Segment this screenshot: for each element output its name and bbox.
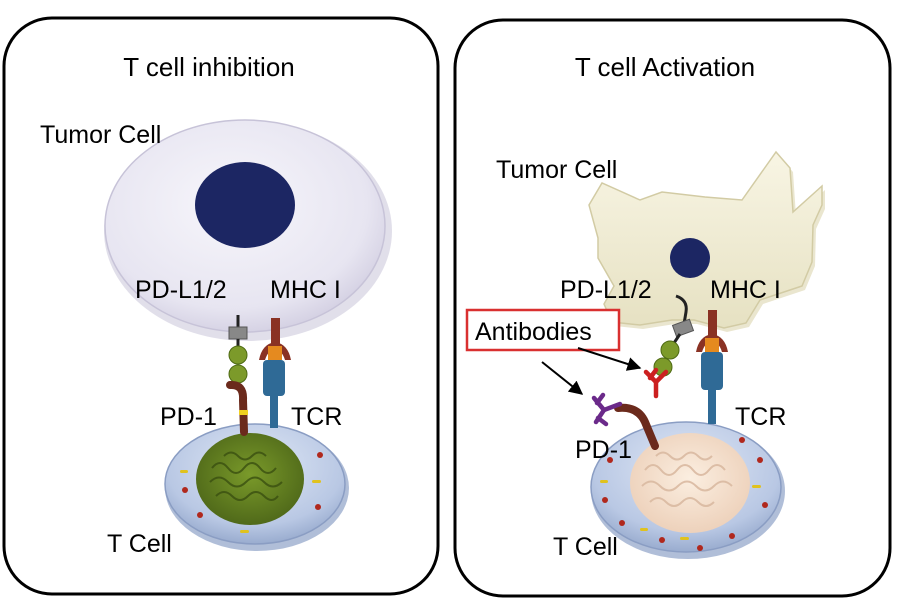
pd-1-receptor bbox=[614, 403, 659, 450]
tumor-cell-irregular bbox=[588, 150, 825, 332]
pd-l1-label: PD-L1/2 bbox=[135, 276, 227, 304]
pd-l1-ligand bbox=[228, 315, 248, 384]
panel-activation-title: T cell Activation bbox=[575, 52, 755, 82]
tcr-receptor bbox=[701, 352, 723, 424]
arrow-to-anti-pd1 bbox=[541, 361, 584, 395]
pd-1-receptor bbox=[226, 380, 248, 436]
antibodies-label: Antibodies bbox=[475, 318, 592, 346]
panel-inhibition: T cell inhibition Tumor Cell T Cell bbox=[2, 16, 440, 596]
panel-inhibition-title: T cell inhibition bbox=[123, 52, 295, 82]
pd-1-label: PD-1 bbox=[575, 436, 632, 464]
anti-pdl1-antibody bbox=[643, 367, 669, 399]
tcr-label: TCR bbox=[291, 403, 342, 431]
mhc-i-label: MHC I bbox=[270, 276, 341, 304]
tumor-cell-label: Tumor Cell bbox=[496, 156, 617, 184]
pd-l1-label: PD-L1/2 bbox=[560, 276, 652, 304]
tcr-receptor bbox=[263, 360, 285, 428]
tumor-nucleus bbox=[670, 238, 710, 278]
t-cell bbox=[590, 421, 785, 559]
anti-pd1-antibody bbox=[591, 392, 623, 427]
t-cell-label: T Cell bbox=[553, 533, 618, 561]
pd-1-label: PD-1 bbox=[160, 403, 217, 431]
tumor-cell-label: Tumor Cell bbox=[40, 121, 161, 149]
arrow-to-anti-pdl1 bbox=[577, 347, 642, 371]
antibodies-highlight-box bbox=[465, 308, 621, 352]
t-cell-label: T Cell bbox=[107, 530, 172, 558]
mhc-i-molecule bbox=[259, 318, 291, 360]
tumor-cell-round bbox=[104, 119, 392, 341]
mhc-i-label: MHC I bbox=[710, 276, 781, 304]
tumor-nucleus bbox=[195, 162, 295, 248]
tcr-label: TCR bbox=[735, 403, 786, 431]
mhc-i-molecule bbox=[696, 310, 728, 352]
t-cell bbox=[164, 423, 349, 551]
panel-activation: T cell Activation Tumor Cell bbox=[453, 18, 892, 598]
